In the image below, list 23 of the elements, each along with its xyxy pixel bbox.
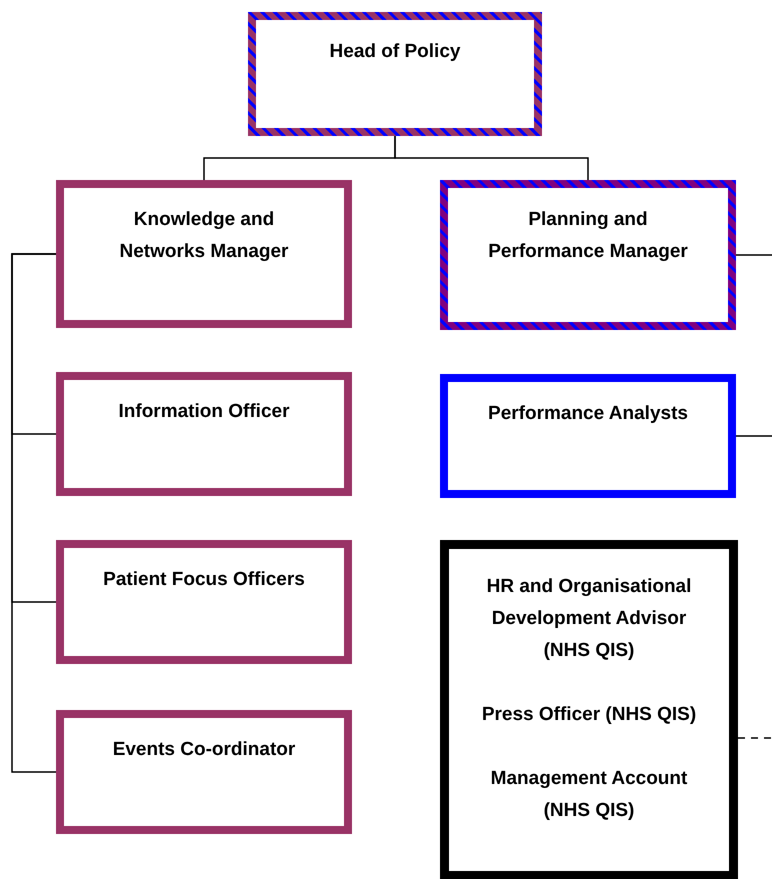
position-box bbox=[56, 180, 352, 328]
position-box bbox=[56, 710, 352, 834]
connector-line bbox=[736, 254, 772, 256]
connector-line bbox=[394, 136, 589, 180]
role-title: Knowledge and Networks Manager bbox=[118, 208, 290, 264]
position-box bbox=[248, 12, 542, 136]
role-title: Press Officer (NHS QIS) bbox=[482, 703, 696, 727]
role-title: Patient Focus Officers bbox=[103, 568, 305, 592]
position-box bbox=[56, 540, 352, 664]
position-box bbox=[440, 374, 736, 498]
position-box bbox=[440, 540, 738, 879]
role-title: Head of Policy bbox=[330, 40, 460, 64]
role-title: Performance Analysts bbox=[488, 402, 688, 426]
position-box bbox=[56, 372, 352, 496]
role-title: Events Co-ordinator bbox=[112, 738, 296, 762]
role-title: Information Officer bbox=[118, 400, 290, 424]
role-title: Planning and Performance Manager bbox=[487, 208, 689, 264]
role-title: HR and Organisational Development Advisor (NHS QIS) bbox=[486, 575, 692, 663]
connector-line bbox=[738, 737, 772, 739]
position-box bbox=[440, 180, 736, 330]
connector-line bbox=[11, 253, 56, 773]
connector-line bbox=[736, 435, 772, 437]
role-title: Management Account (NHS QIS) bbox=[490, 767, 688, 823]
